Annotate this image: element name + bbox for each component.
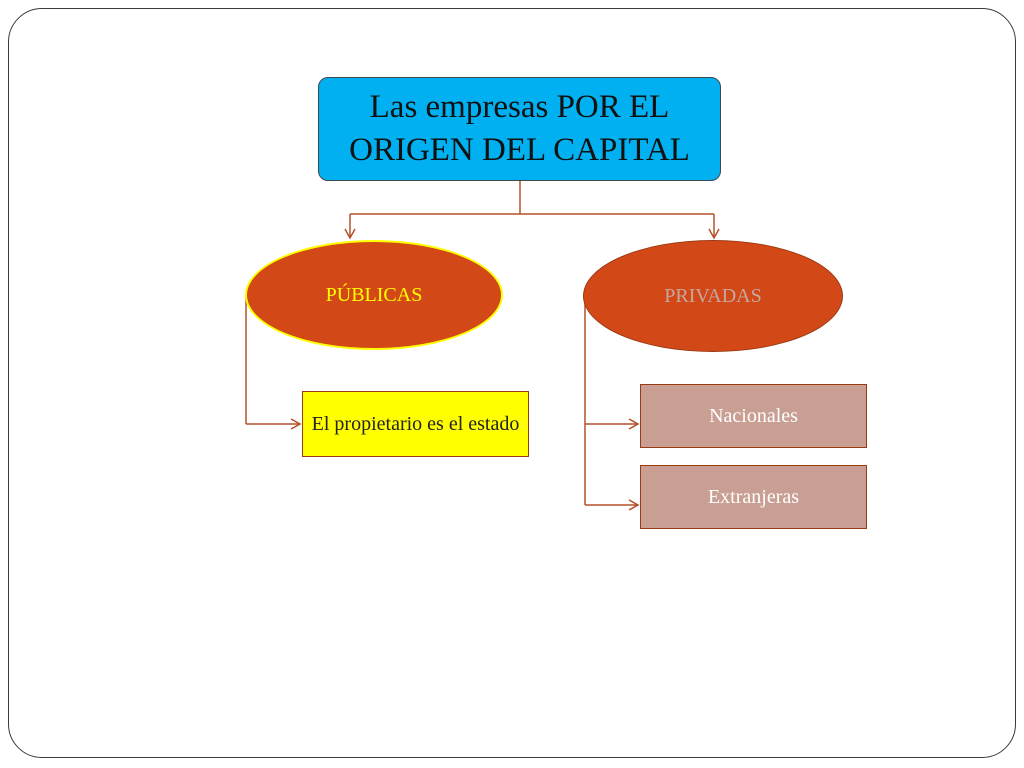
privadas-label: PRIVADAS <box>664 284 762 307</box>
estado-label: El propietario es el estado <box>311 413 520 435</box>
publicas-label: PÚBLICAS <box>325 283 423 306</box>
nacionales-node: Nacionales <box>640 384 867 448</box>
privadas-node: PRIVADAS <box>583 240 843 352</box>
estado-node: El propietario es el estado <box>302 391 529 457</box>
extranjeras-node: Extranjeras <box>640 465 867 529</box>
root-node-label: Las empresas POR EL ORIGEN DEL CAPITAL <box>349 89 690 168</box>
publicas-node: PÚBLICAS <box>245 240 503 350</box>
extranjeras-label: Extranjeras <box>707 486 800 508</box>
root-node: Las empresas POR EL ORIGEN DEL CAPITAL <box>318 77 721 181</box>
nacionales-label: Nacionales <box>709 405 798 427</box>
